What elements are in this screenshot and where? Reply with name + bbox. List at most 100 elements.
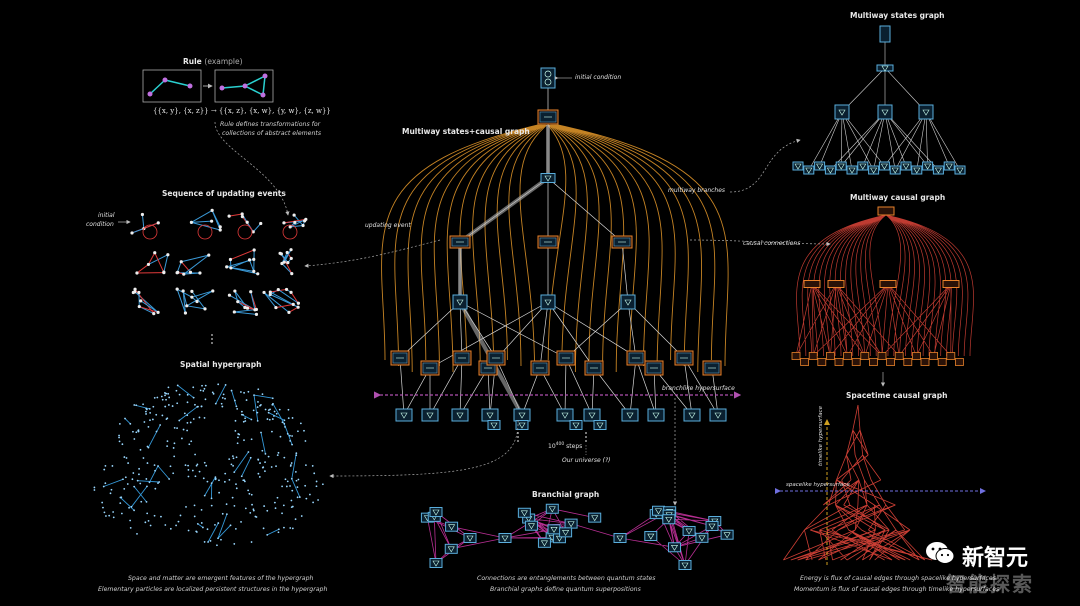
state-glyph (881, 109, 889, 116)
spacetime-caption-1: Energy is flux of causal edges through s… (800, 575, 996, 582)
vertex (210, 219, 214, 223)
causal-event (827, 280, 845, 288)
hypergraph-node (262, 527, 265, 530)
ellipsis-dot (211, 342, 213, 344)
hypergraph-node (109, 492, 112, 495)
hypergraph-node (291, 443, 293, 446)
hypergraph-node (144, 410, 147, 413)
causal-event (869, 358, 878, 366)
hypergraph-node (242, 479, 245, 482)
hypergraph-node (169, 527, 172, 530)
hypergraph-node (147, 425, 150, 428)
state-node (620, 294, 636, 310)
state-node (513, 408, 531, 422)
hypergraph-node (127, 462, 130, 464)
hypergraph-node (257, 458, 260, 461)
hypergraph-node (153, 464, 156, 466)
state-glyph (670, 544, 679, 551)
state-node (613, 533, 627, 543)
hyperedge (234, 308, 257, 313)
hypergraph-edges (103, 384, 301, 543)
state-glyph (859, 163, 867, 170)
vertex (175, 287, 179, 291)
hypergraph-node (295, 452, 298, 455)
hypergraph-node (203, 417, 206, 419)
state-node (814, 161, 826, 171)
hypergraph-node (243, 480, 246, 483)
vertex (190, 295, 194, 299)
state-node (569, 420, 583, 430)
hypergraph-node (168, 478, 171, 480)
watermark-brand: 新智元 (962, 546, 1029, 571)
branchial-graph (420, 503, 734, 570)
state-node (556, 408, 574, 422)
hypergraph-node (297, 478, 300, 481)
vertex (240, 215, 245, 219)
hyperedge (191, 220, 212, 223)
state-node (720, 529, 734, 540)
state-glyph (486, 412, 494, 419)
hypergraph-node (285, 485, 288, 488)
hypergraph-node (233, 543, 236, 545)
hypergraph-node (283, 419, 286, 422)
hypergraph-node (220, 538, 222, 541)
hypergraph-node (240, 413, 243, 416)
hypergraph-node (187, 464, 190, 467)
state-node (846, 165, 858, 175)
hypergraph-node (164, 392, 166, 394)
hypergraph-node (240, 391, 242, 393)
hypergraph-node (266, 509, 269, 512)
state-glyph (881, 65, 889, 72)
hypergraph-node (153, 396, 156, 399)
vertex (210, 208, 214, 213)
hypergraph-node (121, 443, 124, 446)
hypergraph-node (214, 523, 216, 526)
state-node (868, 165, 880, 175)
hypergraph-node (178, 419, 181, 422)
vertex (233, 289, 237, 293)
branchlike-hypersurface-label: branchlike hypersurface (662, 385, 735, 392)
hypergraph-node (221, 405, 224, 408)
hypergraph-node (128, 506, 130, 509)
hypergraph-node (133, 485, 136, 488)
hypergraph-node (186, 414, 189, 417)
hypergraph-node (139, 448, 142, 451)
hyperedge (263, 292, 290, 313)
hypergraph-node (210, 504, 213, 507)
state-glyph (544, 299, 552, 306)
hypergraph-node (272, 402, 274, 405)
vertex (245, 306, 250, 310)
hypergraph-node (235, 487, 238, 490)
hypergraph-node (153, 514, 156, 517)
hypergraph-node (192, 386, 195, 389)
hypergraph-node (235, 483, 237, 486)
hyperedge (183, 272, 200, 275)
hypergraph-node (175, 389, 178, 392)
state-node (621, 408, 639, 422)
hypergraph-node (157, 465, 159, 467)
hyperedge (263, 292, 277, 308)
hypergraph-node (275, 412, 278, 415)
hypergraph-node (266, 418, 269, 420)
vertex (276, 287, 280, 292)
multiway-causal-title: Multiway causal graph (850, 193, 946, 202)
state-node (695, 532, 709, 543)
hypergraph-node (304, 484, 307, 487)
hyperedge (237, 301, 256, 311)
hypergraph-node (101, 501, 104, 504)
hypergraph-node (112, 516, 115, 519)
state-node (559, 527, 573, 538)
hypergraph-node (196, 522, 199, 525)
vertex (227, 293, 232, 297)
vertex (203, 307, 207, 311)
hyperedge (290, 225, 304, 228)
hypergraph-node (249, 456, 252, 459)
state-glyph (826, 167, 834, 174)
vertex (262, 290, 266, 295)
state-glyph (714, 412, 722, 419)
hypergraph-node (305, 497, 308, 500)
hypergraph-node (164, 405, 167, 408)
hypergraph-node (148, 408, 151, 410)
hypergraph-node (206, 528, 209, 531)
state-node (540, 294, 556, 310)
